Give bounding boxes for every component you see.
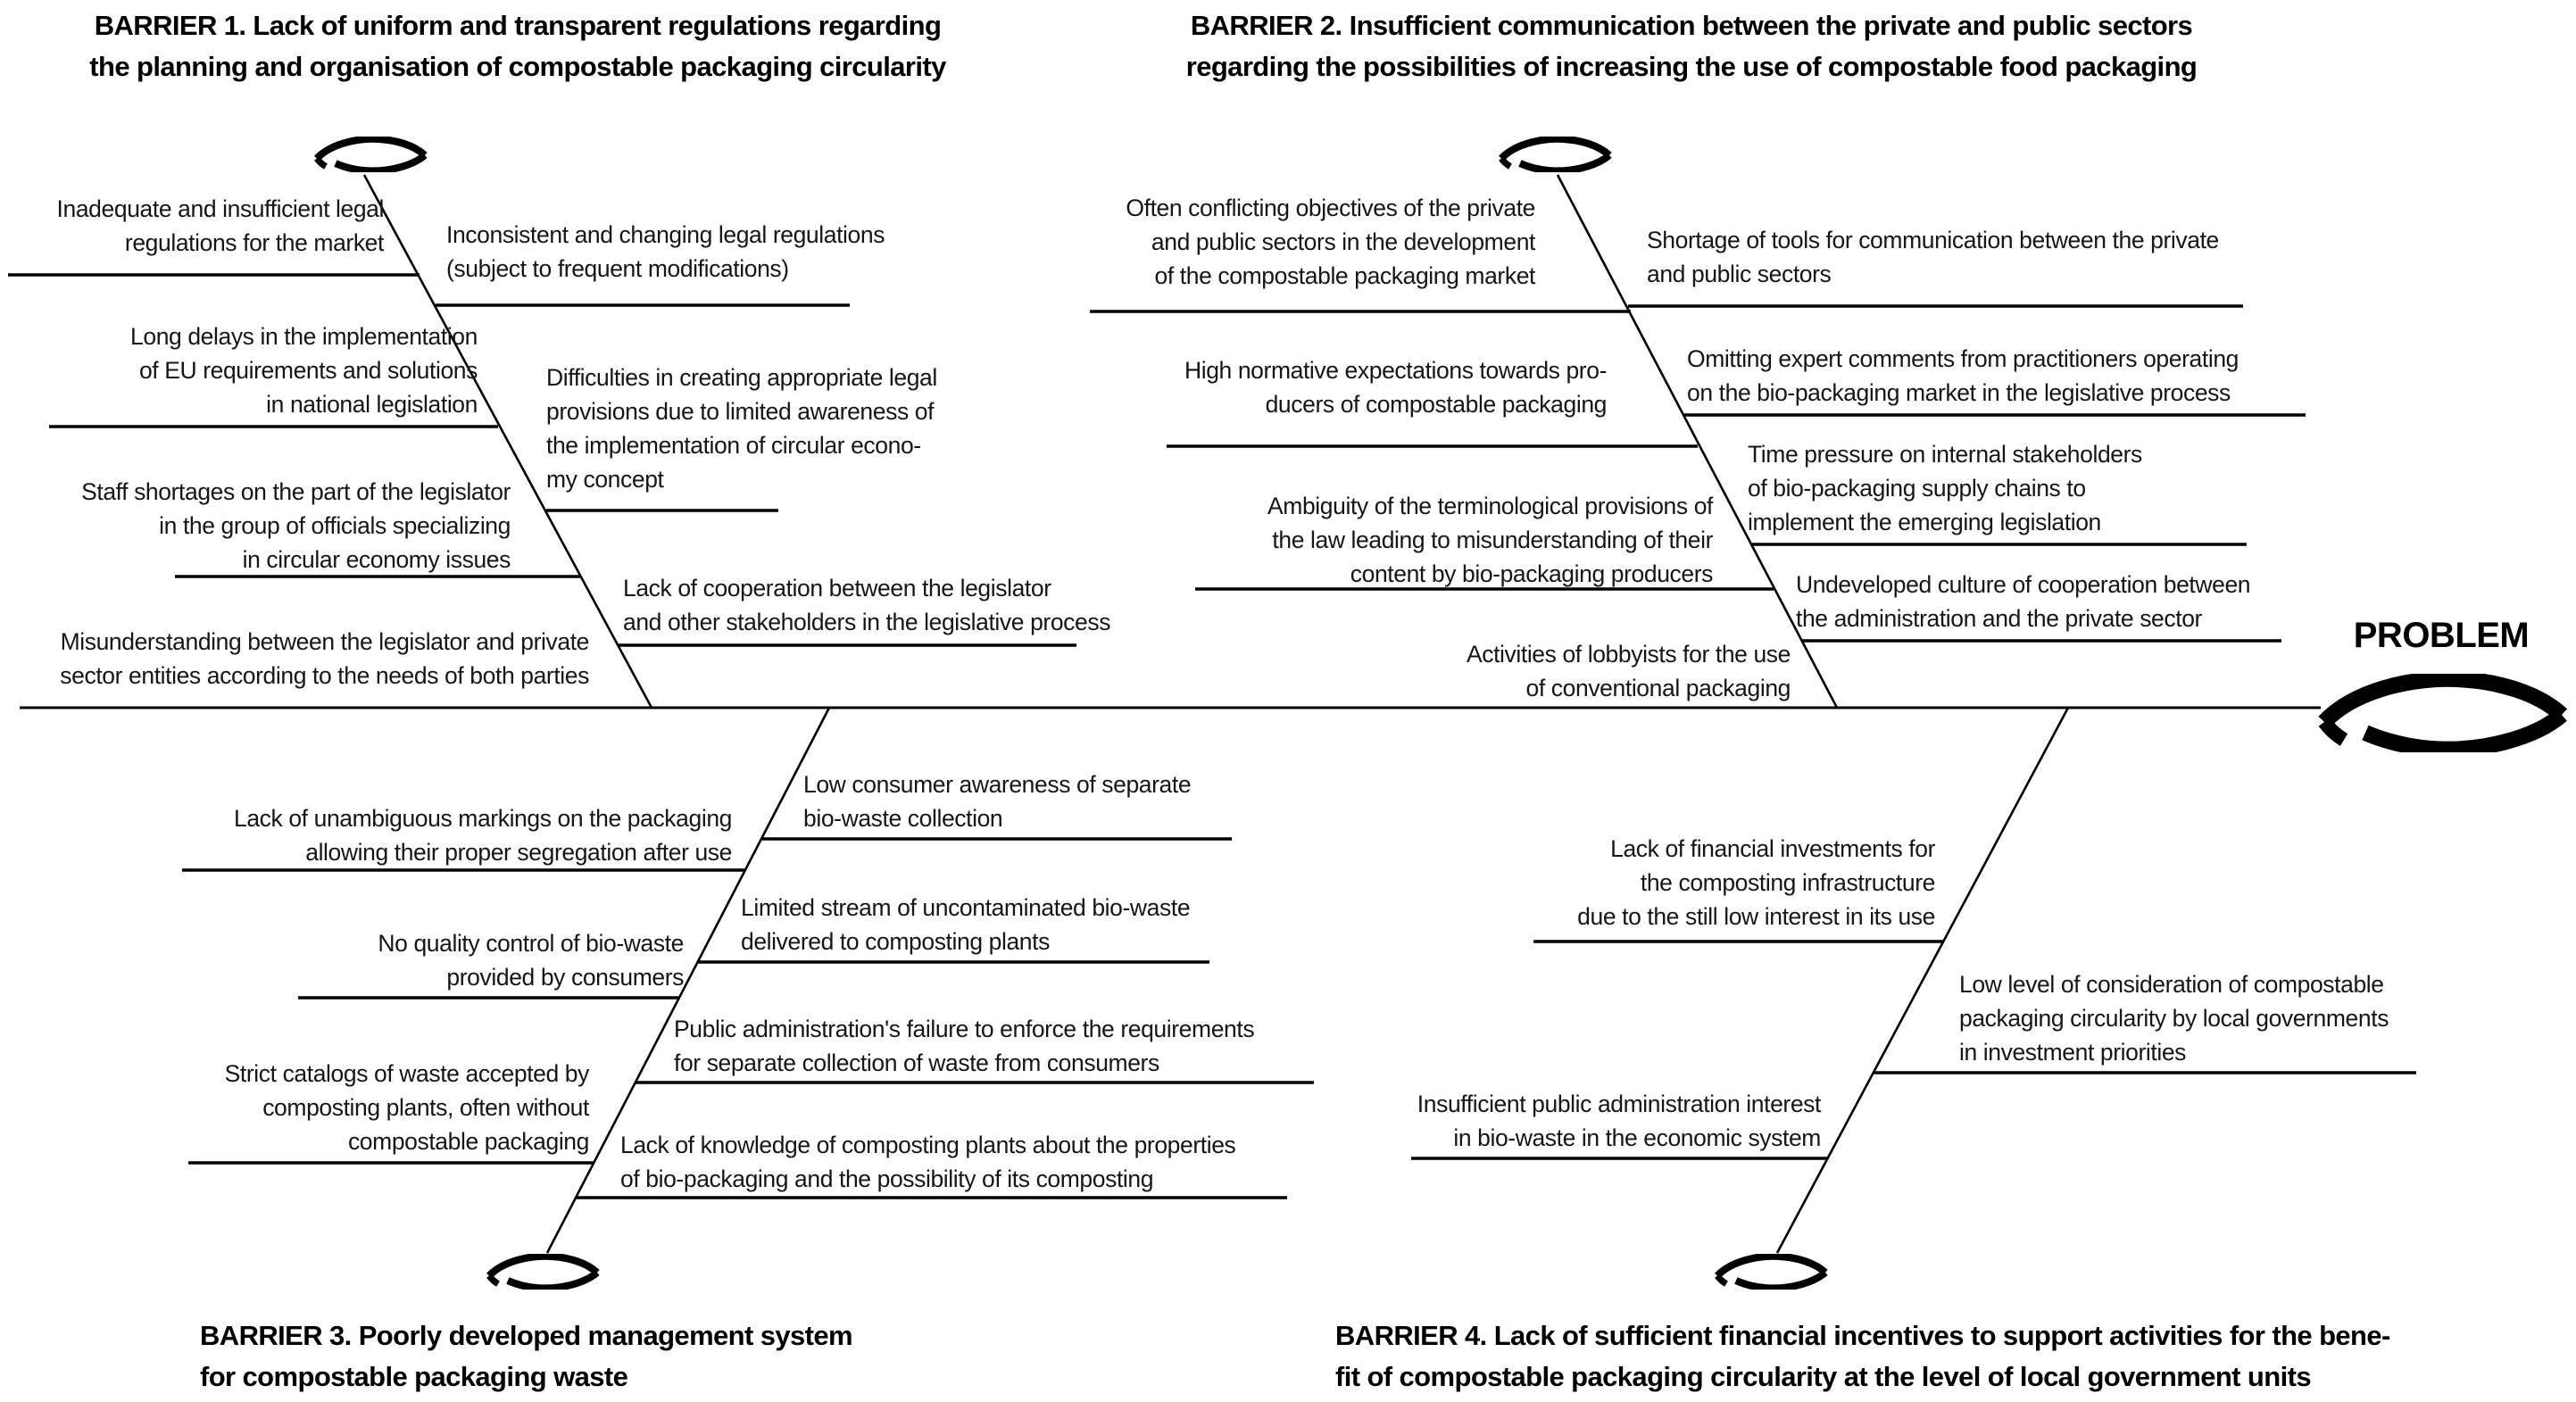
barrier-3-node-icon [489,1257,597,1289]
cause-text: Insufficient public administration inter… [1417,1091,1822,1151]
barrier-3-branch-line [545,707,831,1254]
cause-text: Often conflicting objectives of the priv… [1126,195,1535,289]
cause-text: Lack of knowledge of composting plants a… [620,1132,1236,1192]
cause-text: Low consumer awareness of separate bio-w… [803,771,1192,832]
problem-label: PROBLEM [2353,616,2530,655]
cause-text: Lack of financial investments for the co… [1577,835,1935,930]
fish-head-lens-icon [2324,679,2562,750]
cause-text: Limited stream of uncontaminated bio-was… [741,894,1191,955]
cause-text: Lack of unambiguous markings on the pack… [234,805,732,866]
barrier-1-branch-line [362,174,653,709]
cause-text: Omitting expert comments from practition… [1687,345,2239,406]
barrier-2-branch-line [1556,174,1839,709]
cause-text: Shortage of tools for communication betw… [1647,227,2219,287]
barrier-4-node-icon [1717,1257,1825,1289]
barrier-2-title: BARRIER 2. Insufficient communication be… [1185,10,2198,82]
cause-text: Staff shortages on the part of the legis… [81,478,511,573]
cause-text: Low level of consideration of compostabl… [1959,971,2389,1066]
cause-text: Difficulties in creating appropriate leg… [546,364,937,493]
cause-text: Public administration's failure to enfor… [674,1016,1255,1076]
barrier-1-node-icon [317,139,425,171]
cause-text: Inconsistent and changing legal regulati… [446,221,885,282]
cause-text: No quality control of bio-waste provided… [378,930,684,991]
cause-text: Time pressure on internal stakeholders o… [1748,441,2142,535]
barrier-1-title: BARRIER 1. Lack of uniform and transpare… [89,10,946,82]
cause-text: Lack of cooperation between the legislat… [623,575,1111,635]
cause-text: Undeveloped culture of cooperation betwe… [1796,571,2251,632]
cause-text: Ambiguity of the terminological provisio… [1267,493,1713,587]
barrier-2-node-icon [1501,139,1609,171]
cause-text: Activities of lobbyists for the use of c… [1466,641,1791,701]
cause-text: Inadequate and insufficient legal regula… [56,195,385,256]
cause-text: Long delays in the implementation of EU … [130,323,478,418]
barrier-4-branch-line [1775,707,2070,1254]
barrier-4-title: BARRIER 4. Lack of sufficient financial … [1335,1320,2390,1392]
cause-text: High normative expectations towards pro-… [1184,357,1607,418]
cause-text: Strict catalogs of waste accepted by com… [224,1060,590,1155]
barrier-3-title: BARRIER 3. Poorly developed management s… [200,1320,853,1392]
cause-text: Misunderstanding between the legislator … [60,628,589,689]
